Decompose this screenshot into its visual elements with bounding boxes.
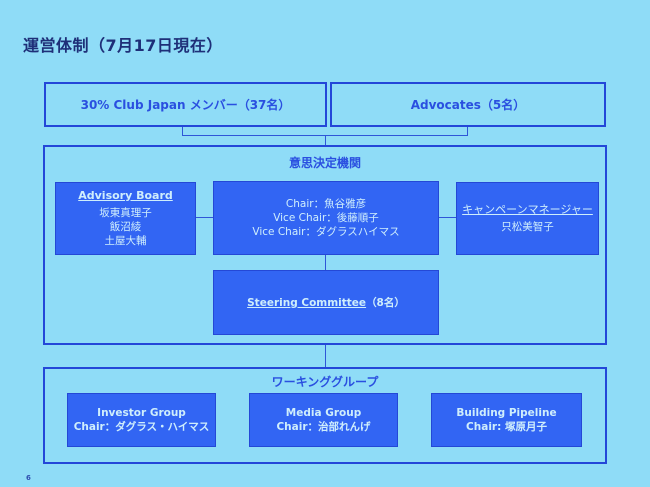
advisory-board-heading[interactable]: Advisory Board	[78, 189, 173, 202]
steering-committee-heading[interactable]: Steering Committee	[247, 296, 367, 309]
group-name: Building Pipeline	[456, 407, 557, 419]
advocates-box: Advocates（5名）	[330, 82, 606, 127]
advisory-member: 土屋大輔	[104, 235, 147, 247]
campaign-manager-heading[interactable]: キャンペーンマネージャー	[462, 203, 593, 216]
investor-group-box: Investor Group Chair：ダグラス・ハイマス	[67, 393, 216, 447]
group-chair: Chair：ダグラス・ハイマス	[73, 421, 210, 433]
decision-body-frame: 意思決定機関	[43, 145, 607, 345]
connector-to-working-groups	[325, 345, 326, 368]
page-number: 6	[26, 474, 31, 482]
group-chair: Chair：治部れんげ	[276, 421, 371, 433]
working-groups-label: ワーキンググループ	[271, 375, 379, 389]
connector-chairs-steering	[325, 254, 326, 270]
chair-line: Chair：魚谷雅彦	[285, 198, 367, 210]
connector-advisory-chairs	[195, 217, 215, 218]
building-pipeline-box: Building Pipeline Chair: 塚原月子	[431, 393, 582, 447]
connector-chairs-manager	[438, 217, 458, 218]
campaign-manager-name: 只松美智子	[501, 221, 554, 233]
page-title: 運営体制（7月17日現在）	[23, 36, 223, 55]
group-chair: Chair: 塚原月子	[466, 421, 547, 433]
connector-advocates	[467, 127, 468, 135]
working-groups-frame: ワーキンググループ	[43, 367, 607, 464]
steering-committee-box: Steering Committee （8名）	[213, 270, 439, 335]
campaign-manager-box: キャンペーンマネージャー 只松美智子	[456, 182, 599, 255]
group-name: Media Group	[285, 407, 362, 419]
advocates-label: Advocates（5名）	[410, 98, 526, 112]
vice-chair-line: Vice Chair：ダグラスハイマス	[252, 226, 400, 238]
members-box: 30% Club Japan メンバー（37名）	[44, 82, 327, 127]
advisory-board-box: Advisory Board 坂東真理子 飯沼綾 土屋大輔	[55, 182, 196, 255]
vice-chair-line: Vice Chair：後藤順子	[273, 212, 379, 224]
connector-members	[182, 127, 183, 135]
chairs-box: Chair：魚谷雅彦 Vice Chair：後藤順子 Vice Chair：ダグ…	[213, 181, 439, 255]
advisory-member: 飯沼綾	[109, 221, 142, 233]
advisory-member: 坂東真理子	[99, 207, 152, 219]
media-group-box: Media Group Chair：治部れんげ	[249, 393, 398, 447]
decision-body-label: 意思決定機関	[288, 156, 361, 170]
members-label: 30% Club Japan メンバー（37名）	[80, 98, 291, 112]
steering-committee-count: （8名）	[366, 296, 405, 309]
connector-to-decision	[325, 135, 326, 146]
group-name: Investor Group	[97, 407, 186, 419]
